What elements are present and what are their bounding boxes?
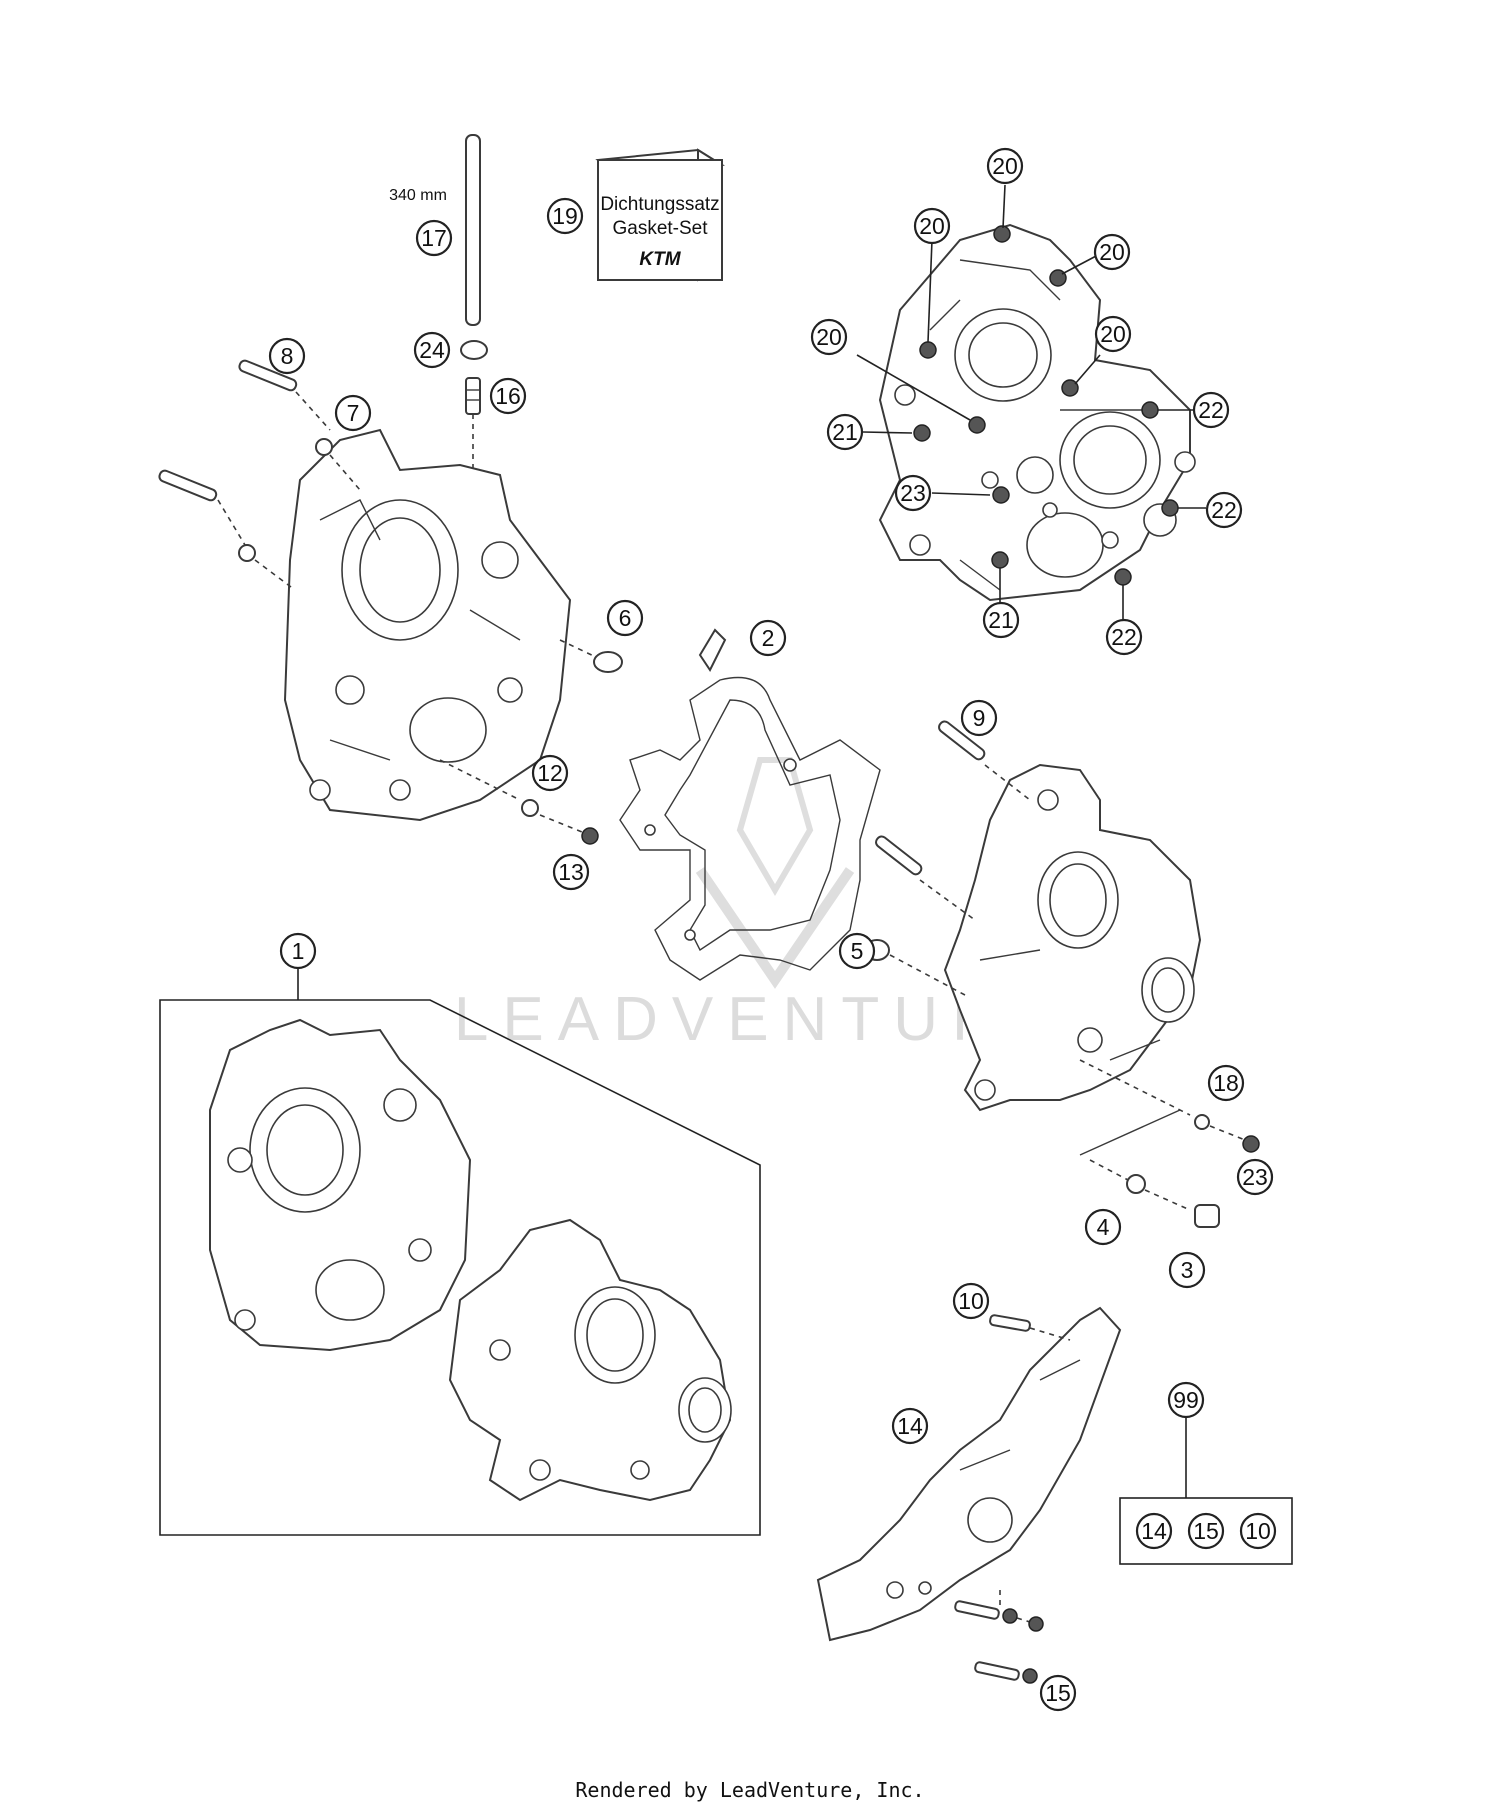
svg-text:10: 10 xyxy=(1245,1518,1271,1544)
callout-3[interactable]: 3 xyxy=(1168,1251,1206,1289)
callout-4[interactable]: 4 xyxy=(1084,1208,1122,1246)
svg-text:3: 3 xyxy=(1181,1257,1194,1283)
svg-text:5: 5 xyxy=(851,938,864,964)
kit-item-14[interactable]: 14 xyxy=(1135,1512,1173,1550)
rod-18: 340 mm xyxy=(389,134,481,326)
crankcase-right-outer xyxy=(943,763,1202,1112)
callout-10[interactable]: 10 xyxy=(952,1282,990,1320)
callout-2[interactable]: 2 xyxy=(749,619,787,657)
bolt-10 xyxy=(989,1314,1071,1341)
svg-text:13: 13 xyxy=(558,859,584,885)
svg-text:20: 20 xyxy=(992,153,1018,179)
callout-9[interactable]: 9 xyxy=(960,699,998,737)
svg-text:23: 23 xyxy=(1242,1164,1268,1190)
sprocket-cover-14 xyxy=(816,1306,1122,1642)
callout-6[interactable]: 6 xyxy=(606,599,644,637)
svg-text:21: 21 xyxy=(832,419,858,445)
kit-item-15[interactable]: 15 xyxy=(1187,1512,1225,1550)
gasket-box-line1: Dichtungssatz xyxy=(600,194,719,215)
watermark: LEADVENTURE xyxy=(454,757,1066,1054)
assembly-left-half xyxy=(209,1018,472,1352)
nipple-17 xyxy=(465,377,481,480)
svg-text:1: 1 xyxy=(292,938,305,964)
screws-15 xyxy=(954,1590,1044,1684)
svg-text:22: 22 xyxy=(1111,624,1137,650)
callout-16[interactable]: 18 xyxy=(1207,1064,1245,1102)
callout-5[interactable]: 5 xyxy=(838,932,876,970)
assembly-frame-1 xyxy=(159,968,761,1536)
kit-item-10[interactable]: 10 xyxy=(1239,1512,1277,1550)
assembly-right-half xyxy=(448,1218,732,1502)
svg-text:20: 20 xyxy=(1099,239,1125,265)
dimension-label: 340 mm xyxy=(389,187,447,204)
svg-text:6: 6 xyxy=(619,605,632,631)
callouts: 17 19 24 16 8 7 6 2 12 13 20 20 20 20 20… xyxy=(268,147,1277,1712)
callout-99[interactable]: 99 xyxy=(1167,1381,1205,1419)
callout-20e[interactable]: 20 xyxy=(1094,315,1132,353)
gasket-2 xyxy=(619,628,881,981)
svg-text:12: 12 xyxy=(537,760,563,786)
kit-99 xyxy=(1119,1416,1293,1565)
svg-text:24: 24 xyxy=(419,337,445,363)
svg-text:16: 16 xyxy=(495,383,521,409)
svg-text:15: 15 xyxy=(1193,1518,1219,1544)
svg-text:9: 9 xyxy=(973,705,986,731)
svg-text:99: 99 xyxy=(1173,1387,1199,1413)
bolts-8-7 xyxy=(158,359,361,591)
gasket-set-box: Dichtungssatz Gasket-Set KTM xyxy=(595,148,725,282)
callout-22a[interactable]: 22 xyxy=(1192,391,1230,429)
svg-text:7: 7 xyxy=(347,400,360,426)
callout-8[interactable]: 8 xyxy=(268,337,306,375)
callout-18[interactable]: 17 xyxy=(415,219,453,257)
bearing-bolts xyxy=(913,225,1179,586)
callout-20b[interactable]: 20 xyxy=(913,207,951,245)
callout-1[interactable]: 1 xyxy=(279,932,317,970)
callout-22c[interactable]: 22 xyxy=(1105,618,1143,656)
svg-text:17: 17 xyxy=(421,225,447,251)
svg-text:10: 10 xyxy=(958,1288,984,1314)
svg-text:22: 22 xyxy=(1211,497,1237,523)
gasket-box-line2: Gasket-Set xyxy=(612,218,708,239)
callout-22b[interactable]: 22 xyxy=(1205,491,1243,529)
svg-text:20: 20 xyxy=(1100,321,1126,347)
callout-20c[interactable]: 20 xyxy=(1093,233,1131,271)
svg-text:22: 22 xyxy=(1198,397,1224,423)
callout-23a[interactable]: 23 xyxy=(894,474,932,512)
svg-text:8: 8 xyxy=(281,343,294,369)
callout-19[interactable]: 19 xyxy=(546,197,584,235)
svg-text:21: 21 xyxy=(988,607,1014,633)
crankcase-left-upper xyxy=(283,428,572,822)
crankcase-right-inner xyxy=(878,223,1196,602)
svg-text:2: 2 xyxy=(762,625,775,651)
callout-13[interactable]: 13 xyxy=(552,853,590,891)
callout-23b[interactable]: 23 xyxy=(1236,1158,1274,1196)
footer-credit: Rendered by LeadVenture, Inc. xyxy=(575,1778,925,1802)
svg-text:23: 23 xyxy=(900,480,926,506)
callout-20d[interactable]: 20 xyxy=(810,318,848,356)
callout-24[interactable]: 24 xyxy=(413,331,451,369)
sleeve-6 xyxy=(559,639,623,673)
svg-text:19: 19 xyxy=(552,203,578,229)
callout-21b[interactable]: 21 xyxy=(982,601,1020,639)
callout-7[interactable]: 7 xyxy=(334,394,372,432)
svg-text:15: 15 xyxy=(1045,1680,1071,1706)
callout-20a[interactable]: 20 xyxy=(986,147,1024,185)
svg-text:20: 20 xyxy=(816,324,842,350)
callout-17[interactable]: 16 xyxy=(489,377,527,415)
washer-12-screw-13 xyxy=(439,759,599,845)
clip-24 xyxy=(460,340,488,360)
callout-15[interactable]: 15 xyxy=(1039,1674,1077,1712)
watermark-text: LEADVENTURE xyxy=(454,985,1066,1054)
callout-12[interactable]: 12 xyxy=(531,754,569,792)
svg-text:20: 20 xyxy=(919,213,945,239)
callout-21a[interactable]: 21 xyxy=(826,413,864,451)
svg-text:4: 4 xyxy=(1097,1214,1110,1240)
svg-text:18: 18 xyxy=(1213,1070,1239,1096)
drain-plugs xyxy=(1079,1059,1260,1228)
svg-text:14: 14 xyxy=(897,1413,923,1439)
gasket-box-brand: KTM xyxy=(639,249,681,270)
callout-14[interactable]: 14 xyxy=(891,1407,929,1445)
svg-text:14: 14 xyxy=(1141,1518,1167,1544)
